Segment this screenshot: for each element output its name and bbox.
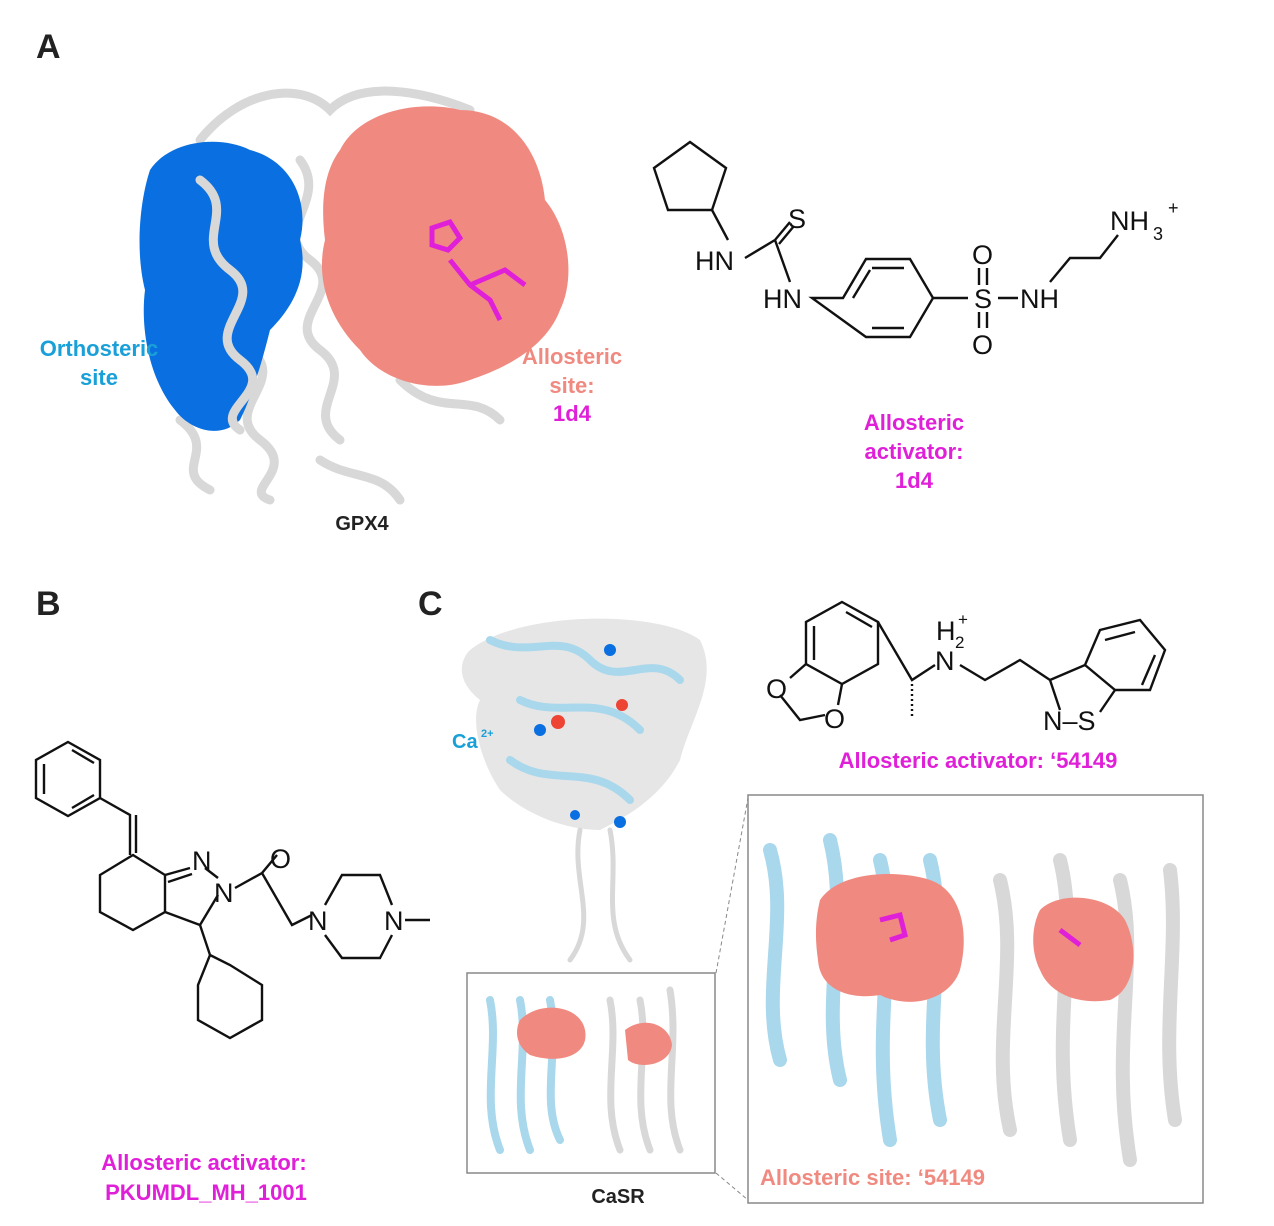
casr-structure: [461, 618, 1204, 1204]
atom-o2: O: [824, 704, 845, 734]
allosteric-site-label-2: site:: [549, 373, 594, 398]
atom-n2: N: [214, 878, 234, 908]
atom-n3: N: [308, 906, 328, 936]
atom-o: O: [270, 844, 291, 874]
atom-o1: O: [766, 674, 787, 704]
allosteric-surface: [321, 106, 569, 386]
activator-1d4-label: Allosteric: [864, 410, 964, 435]
atom-s-thio: S: [788, 204, 806, 234]
atom-nh3: NH: [1110, 206, 1149, 236]
atom-o2: O: [972, 330, 993, 360]
activator-1d4-label-3: 1d4: [895, 468, 934, 493]
calcium-label: Ca: [452, 731, 478, 753]
panel-label-a: A: [36, 28, 61, 66]
pkumdl-label-2: PKUMDL_MH_1001: [105, 1180, 307, 1205]
atom-ns: N–S: [1043, 706, 1096, 736]
activator-1d4-label-2: activator:: [864, 439, 963, 464]
compound-54149-structure: H 2 + N O O N–S: [766, 600, 1167, 736]
orthosteric-label: Orthosteric: [40, 336, 159, 361]
casr-label: CaSR: [591, 1186, 645, 1208]
atom-hn2: HN: [763, 284, 802, 314]
atom-nh: NH: [1020, 284, 1059, 314]
compound-1d4-structure: HN S HN O S O NH NH 3 +: [652, 140, 1179, 360]
atom-n4: N: [384, 906, 404, 936]
zoom-inset: [747, 794, 1204, 1204]
atom-s-sulf: S: [974, 284, 992, 314]
allosteric-site-ligand: 1d4: [553, 401, 592, 426]
pkumdl-structure: N N O N N: [34, 740, 430, 1040]
atom-h2-sup: +: [958, 610, 968, 629]
casr-site-label: Allosteric site: ‘54149: [760, 1165, 985, 1190]
orthosteric-label-2: site: [80, 365, 118, 390]
atom-o1: O: [972, 240, 993, 270]
atom-h2-sub: 2: [955, 633, 964, 652]
atom-n: N: [935, 646, 955, 676]
atom-nh3-sup: +: [1168, 198, 1179, 218]
gpx4-structure: [139, 86, 569, 505]
ligand-1d4: [429, 219, 527, 322]
atom-n1: N: [192, 846, 212, 876]
atom-hn1: HN: [695, 246, 734, 276]
gpx4-label: GPX4: [335, 513, 389, 535]
pkumdl-label: Allosteric activator:: [101, 1150, 306, 1175]
calcium-charge: 2+: [481, 728, 494, 740]
allosteric-site-label: Allosteric: [522, 344, 622, 369]
orthosteric-surface: [139, 141, 303, 431]
panel-label-c: C: [418, 585, 443, 623]
atom-nh3-sub: 3: [1153, 224, 1163, 244]
activator-54149-label: Allosteric activator: ‘54149: [839, 748, 1118, 773]
zoom-box: [466, 972, 716, 1174]
atom-h2: H: [936, 616, 956, 646]
panel-label-b: B: [36, 585, 61, 623]
